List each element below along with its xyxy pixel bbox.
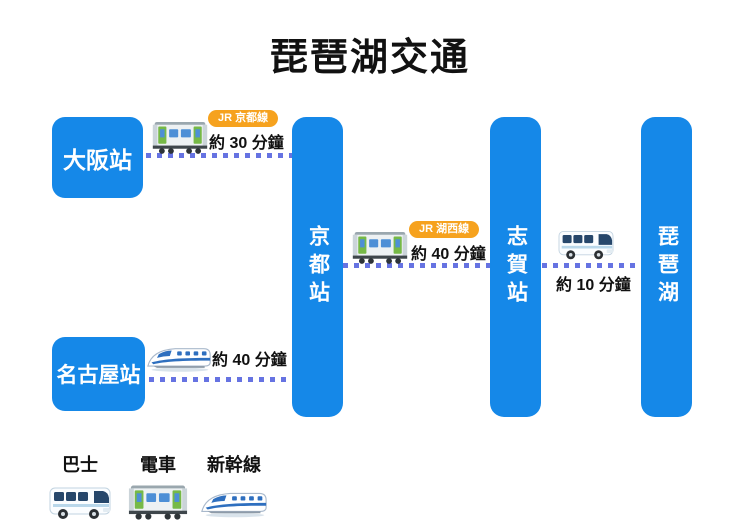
route-osaka-kyoto-duration: 約 30 分鐘	[209, 135, 284, 152]
page-title: 琵琶湖交通	[269, 37, 470, 79]
route-nagoya-kyoto-line	[149, 377, 292, 382]
legend-bus-label: 巴士	[62, 455, 98, 475]
route-kyoto-shiga-duration: 約 40 分鐘	[411, 246, 486, 263]
shinkansen-icon	[200, 481, 268, 521]
train-icon	[151, 118, 209, 155]
station-nagoya: 名古屋站	[52, 337, 145, 411]
station-osaka: 大阪站	[52, 117, 143, 198]
train-icon	[351, 228, 409, 265]
station-kyoto-label: 京都站	[306, 225, 330, 309]
route-shiga-biwa-line	[542, 263, 641, 268]
station-nagoya-label: 名古屋站	[56, 364, 141, 387]
route-osaka-kyoto-badge: JR 京都線	[208, 110, 279, 127]
station-shiga-label: 志賀站	[504, 225, 528, 309]
bus-icon	[554, 226, 618, 262]
station-osaka-label: 大阪站	[63, 146, 132, 173]
legend-item-train: 電車	[122, 451, 194, 526]
legend-shinkansen-label: 新幹線	[207, 455, 261, 475]
route-nagoya-kyoto-duration: 約 40 分鐘	[212, 352, 287, 369]
station-biwa-label: 琵琶湖	[655, 225, 679, 309]
train-icon	[127, 481, 189, 521]
station-shiga: 志賀站	[490, 117, 541, 417]
route-kyoto-shiga-line	[343, 263, 490, 268]
legend-train-label: 電車	[140, 455, 176, 475]
shinkansen-icon	[146, 337, 212, 375]
legend-item-shinkansen: 新幹線	[198, 451, 270, 526]
station-kyoto: 京都站	[292, 117, 343, 417]
legend-item-bus: 巴士	[44, 451, 116, 528]
station-biwa: 琵琶湖	[641, 117, 692, 417]
bus-icon	[48, 481, 112, 523]
route-shiga-biwa-duration: 約 10 分鐘	[556, 277, 631, 294]
route-osaka-kyoto-line	[146, 153, 292, 158]
route-kyoto-shiga-badge: JR 湖西線	[409, 221, 480, 238]
